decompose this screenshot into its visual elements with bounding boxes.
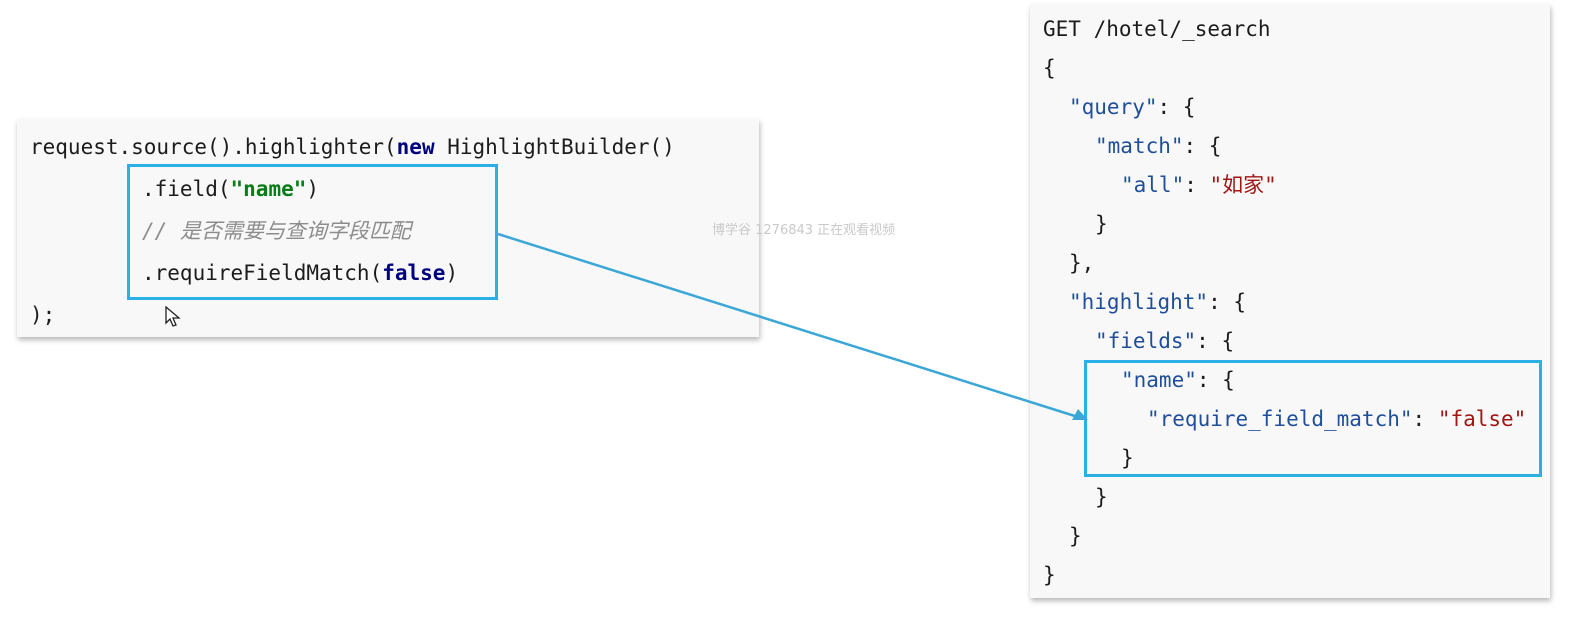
- json-require-field-match-value: "false": [1437, 407, 1527, 431]
- json-fields-close: }: [1095, 485, 1108, 509]
- java-line-2: .field("name"): [142, 176, 319, 202]
- json-query-key: "query": [1069, 95, 1158, 119]
- connector-arrow-line: [497, 232, 1079, 419]
- java-new-keyword: new: [396, 135, 435, 159]
- json-require-field-match-line: "require_field_match": "false": [1147, 406, 1526, 432]
- arrow-head-icon: [1072, 409, 1088, 420]
- watermark-text: 博学谷 1276843 正在观看视频: [712, 223, 896, 238]
- mouse-cursor-icon: [165, 306, 181, 327]
- json-all-key: "all": [1121, 173, 1185, 197]
- json-highlight-close: }: [1069, 524, 1082, 548]
- java-require-field-match-call: .requireFieldMatch(: [142, 261, 383, 285]
- json-fields-line: "fields": {: [1095, 328, 1234, 354]
- java-line-1: request.source().highlighter(new Highlig…: [30, 134, 675, 160]
- json-match-line: "match": {: [1095, 133, 1221, 159]
- java-field-call: .field(: [142, 177, 231, 201]
- json-require-field-match-sep: :: [1412, 407, 1438, 431]
- java-line-4-suffix: ): [445, 261, 459, 285]
- java-line-4: .requireFieldMatch(false): [142, 260, 458, 286]
- java-line-1-prefix: request.source().highlighter(: [30, 135, 397, 159]
- json-all-sep: :: [1184, 173, 1210, 197]
- json-highlight-line: "highlight": {: [1069, 289, 1246, 315]
- json-query-line: "query": {: [1069, 94, 1195, 120]
- json-dsl-panel: GET /hotel/_search { "query": { "match":…: [1030, 4, 1550, 598]
- java-field-name-string: "name": [230, 177, 307, 201]
- json-name-key: "name": [1121, 368, 1197, 392]
- java-code-panel: request.source().highlighter(new Highlig…: [17, 119, 759, 337]
- json-match-close: }: [1095, 212, 1108, 236]
- json-highlight-key: "highlight": [1069, 290, 1209, 314]
- java-highlight-box: [127, 164, 498, 300]
- json-name-close: }: [1121, 446, 1134, 470]
- json-open-brace: {: [1043, 56, 1056, 80]
- json-name-line: "name": {: [1121, 367, 1235, 393]
- json-all-line: "all": "如家": [1121, 172, 1277, 198]
- json-match-key: "match": [1095, 134, 1184, 158]
- java-line-2-suffix: ): [306, 177, 320, 201]
- json-match-rest: : {: [1183, 134, 1222, 158]
- json-highlight-rest: : {: [1208, 290, 1247, 314]
- java-line-5: );: [30, 303, 56, 327]
- java-false-keyword: false: [382, 261, 446, 285]
- json-fields-rest: : {: [1196, 329, 1235, 353]
- json-request-line: GET /hotel/_search: [1043, 17, 1271, 41]
- json-close-brace: }: [1043, 563, 1056, 587]
- java-comment: // 是否需要与查询字段匹配: [142, 219, 411, 243]
- json-fields-key: "fields": [1095, 329, 1197, 353]
- json-name-rest: : {: [1196, 368, 1235, 392]
- java-line-1-suffix: HighlightBuilder(): [434, 135, 675, 159]
- json-all-value: "如家": [1209, 173, 1277, 197]
- json-query-rest: : {: [1157, 95, 1196, 119]
- json-require-field-match-key: "require_field_match": [1147, 407, 1413, 431]
- json-query-close: },: [1069, 251, 1095, 275]
